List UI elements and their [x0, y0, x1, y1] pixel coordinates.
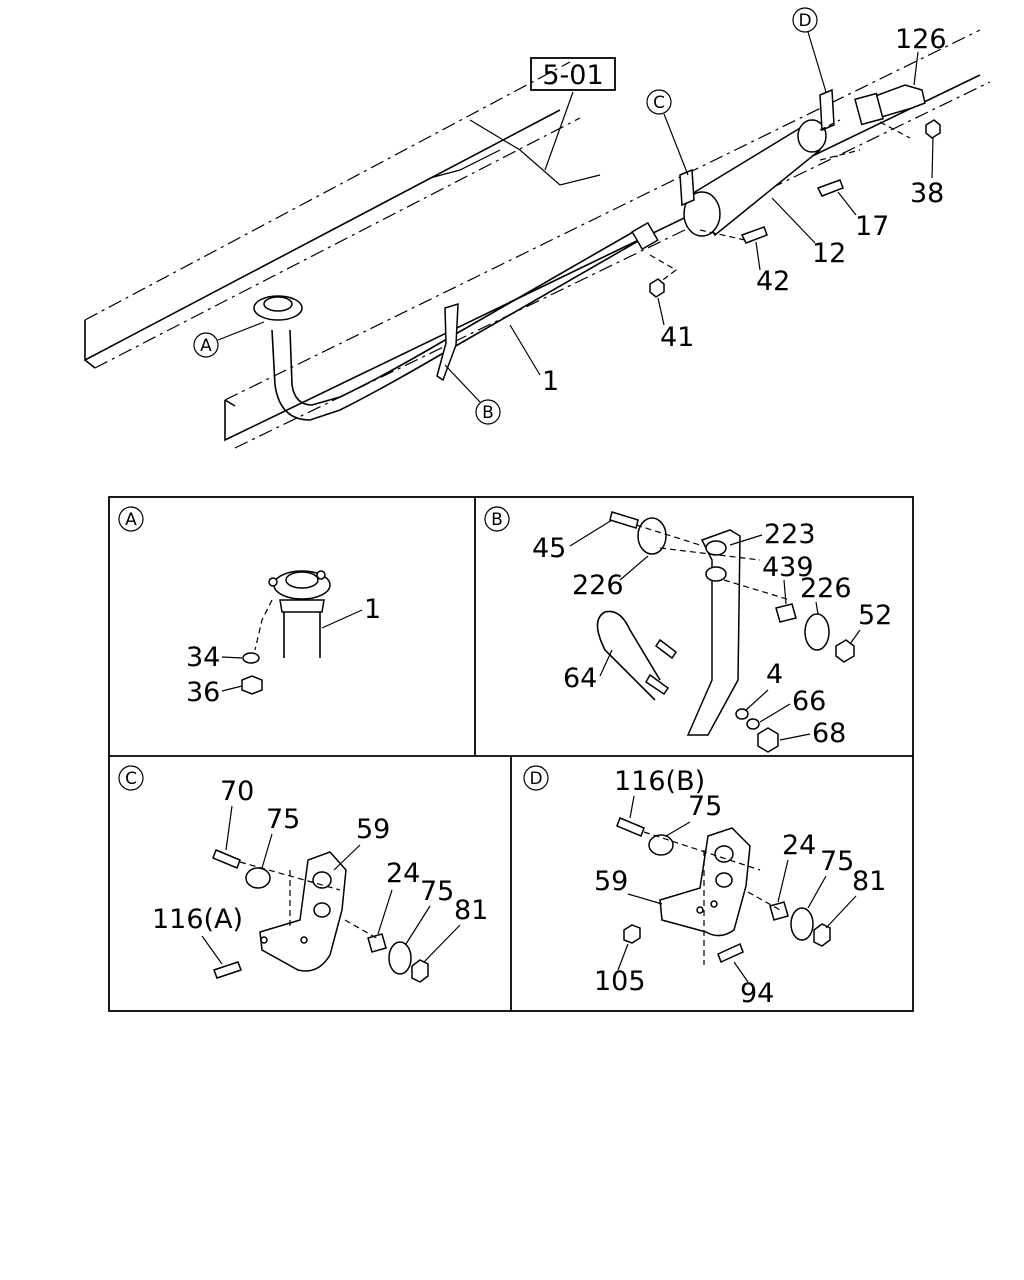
- callout-b-main: B: [444, 364, 501, 425]
- detail-panel-b: B 45 223 226 439 226 52 64 4 66 68: [484, 506, 892, 753]
- u-bolt-64: [596, 610, 661, 701]
- panel-b-label-226-right: 226: [800, 573, 852, 604]
- washer-75-c: [245, 867, 271, 889]
- collar-24-d: [769, 901, 789, 921]
- panel-b-label-66: 66: [792, 686, 826, 717]
- panel-b-label-45: 45: [532, 533, 566, 564]
- panel-b-label-68: 68: [812, 718, 846, 749]
- nut-81-c: [411, 959, 429, 983]
- panel-b-label-52: 52: [858, 600, 892, 631]
- panel-d-tag: D: [529, 769, 542, 789]
- nut-81-d: [813, 923, 831, 947]
- tail-pipe: [854, 84, 926, 139]
- detail-panel-d: D 116(B) 75 24 75 81 59 105 94: [523, 765, 886, 1009]
- panel-b-label-223: 223: [764, 519, 816, 550]
- svg-text:B: B: [482, 403, 494, 423]
- nut-41-main: [649, 278, 665, 298]
- panel-c-label-116a: 116(A): [152, 904, 243, 935]
- panel-b-label-439: 439: [762, 552, 814, 583]
- panel-c-label-81: 81: [454, 895, 488, 926]
- panel-c-label-75: 75: [266, 804, 300, 835]
- muffler: [679, 88, 861, 241]
- panel-b-tag: B: [491, 510, 503, 530]
- panel-d-label-75b: 75: [820, 846, 854, 877]
- hanger-bracket-223: [686, 529, 741, 736]
- bolt-116b: [616, 817, 645, 837]
- label-42: 42: [756, 266, 790, 297]
- panel-d-label-94: 94: [740, 978, 774, 1009]
- callout-d-main: D: [792, 7, 827, 93]
- nut-36: [241, 675, 263, 695]
- washer-34: [242, 652, 260, 664]
- rubber-226-left: [637, 517, 667, 555]
- rubber-226-right: [804, 613, 830, 651]
- bolt-94: [717, 942, 744, 964]
- panel-a-label-34: 34: [186, 642, 220, 673]
- bolt-42-main: [740, 226, 768, 244]
- nut-68: [757, 727, 779, 753]
- panel-c-label-70: 70: [220, 776, 254, 807]
- label-12: 12: [812, 238, 846, 269]
- washer-75-d: [648, 834, 674, 856]
- detail-panel-a: A 1 34 36: [118, 506, 381, 708]
- panel-b-label-4: 4: [766, 659, 783, 690]
- bracket-59-c: [259, 851, 347, 972]
- reference-box: [530, 57, 616, 91]
- nut-52: [835, 639, 855, 663]
- main-assembly-view: 5-01 A B C D 126 38 17 12: [84, 7, 991, 449]
- label-126: 126: [895, 24, 947, 55]
- panel-d-label-24: 24: [782, 830, 816, 861]
- lock-washer-66: [746, 718, 760, 730]
- bolt-45: [609, 511, 639, 529]
- washer-75b-c: [388, 941, 412, 975]
- panel-b-label-226-left: 226: [572, 570, 624, 601]
- svg-text:D: D: [798, 11, 811, 31]
- label-38: 38: [910, 178, 944, 209]
- panel-b-label-64: 64: [563, 663, 597, 694]
- bolt-70: [212, 849, 241, 869]
- label-1: 1: [542, 366, 559, 397]
- washer-75b-d: [790, 907, 814, 941]
- panel-a-label-1: 1: [364, 594, 381, 625]
- panel-a-tag: A: [125, 510, 137, 530]
- panel-d-label-116b: 116(B): [614, 766, 705, 797]
- label-17: 17: [855, 211, 889, 242]
- callout-a-main: A: [193, 321, 265, 358]
- panel-c-label-75b: 75: [420, 876, 454, 907]
- panel-d-label-75: 75: [688, 791, 722, 822]
- callout-c-main: C: [646, 89, 689, 176]
- bolt-116a: [213, 961, 242, 979]
- reference-box-label: 5-01: [542, 60, 603, 91]
- fasteners-main: [649, 119, 941, 298]
- panel-d-label-105: 105: [594, 966, 646, 997]
- bolt-17-main: [816, 179, 844, 197]
- panel-d-label-81: 81: [852, 866, 886, 897]
- washer-4: [735, 708, 749, 720]
- collar-439: [775, 603, 797, 623]
- detail-panel-c: C 70 75 59 24 75 81 116(A): [118, 765, 488, 983]
- panel-c-tag: C: [125, 769, 137, 789]
- hanger-b-main: [436, 302, 459, 382]
- front-exhaust-pipe: [253, 221, 678, 421]
- nut-38-main: [925, 119, 941, 139]
- panel-d-label-59: 59: [594, 866, 628, 897]
- panel-c-label-59: 59: [356, 814, 390, 845]
- svg-text:A: A: [200, 336, 212, 356]
- nut-105: [623, 924, 641, 944]
- label-41: 41: [660, 322, 694, 353]
- panel-a-label-36: 36: [186, 677, 220, 708]
- panel-c-label-24: 24: [386, 858, 420, 889]
- detail-grid: [108, 496, 914, 1012]
- collar-24-c: [367, 933, 387, 953]
- svg-text:C: C: [653, 93, 665, 113]
